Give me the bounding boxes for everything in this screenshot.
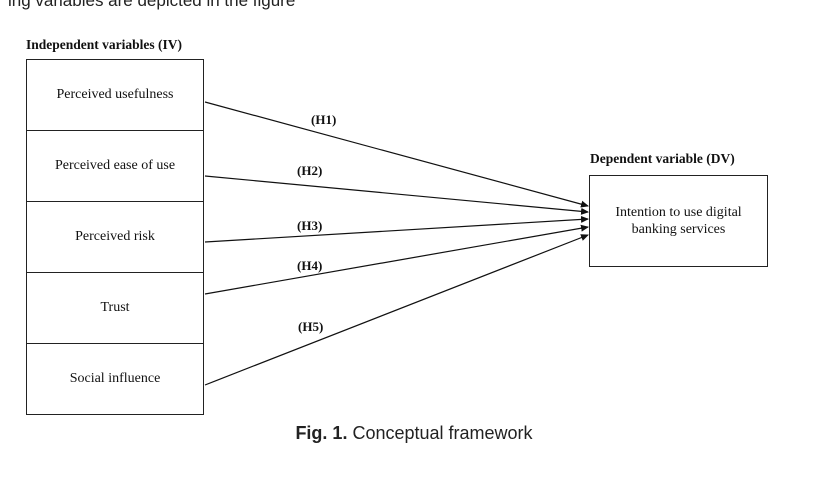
arrow-h5 (204, 234, 589, 386)
iv-heading: Independent variables (IV) (26, 37, 183, 52)
dv-heading: Dependent variable (DV) (590, 151, 735, 166)
dv-label: Intention to use digital banking service… (615, 205, 742, 237)
caption-text: Conceptual framework (352, 423, 533, 443)
arrow-h4 (204, 224, 589, 295)
iv-trust: Trust (27, 273, 203, 344)
label-h1: (H1) (311, 112, 336, 127)
label-h3: (H3) (297, 218, 322, 233)
label-h5: (H5) (298, 319, 323, 334)
independent-variables-box: Perceived usefulness Perceived ease of u… (26, 59, 204, 415)
figure-caption: Fig. 1. Conceptual framework (0, 423, 828, 444)
iv-social-influence: Social influence (69, 371, 161, 386)
cropped-top-text: ing variables are depicted in the figure (8, 0, 296, 10)
iv-perceived-risk: Perceived risk (27, 202, 203, 273)
label-h4: (H4) (297, 258, 322, 273)
arrow-h3 (204, 215, 589, 243)
caption-label: Fig. 1. (295, 423, 348, 443)
arrow-h2 (204, 175, 589, 215)
label-h2: (H2) (297, 163, 322, 178)
iv-perceived-usefulness: Perceived usefulness (27, 60, 203, 131)
iv-perceived-ease-of-use: Perceived ease of use (27, 131, 203, 202)
arrow-h1 (204, 101, 589, 208)
dependent-variable-box: Intention to use digital banking service… (589, 175, 768, 267)
